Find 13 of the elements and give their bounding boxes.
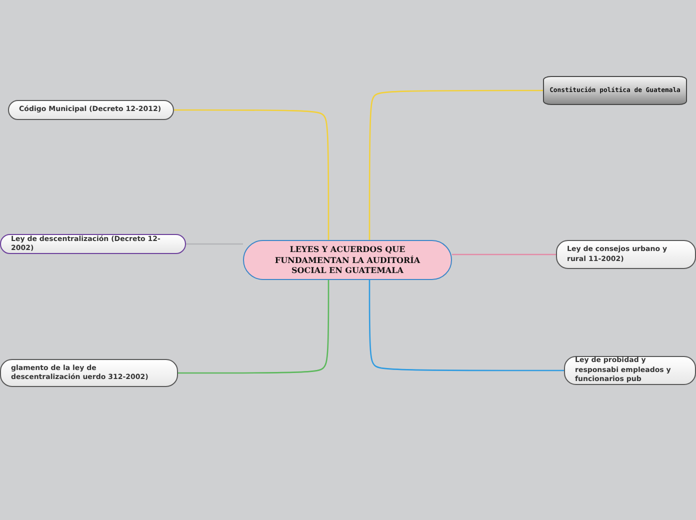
topic-text: LEYES Y ACUERDOS QUE FUNDAMENTAN LA AUDITORÍA SOCIAL EN GUATEMALA	[274, 244, 421, 276]
connector-line	[174, 109, 330, 240]
topic-banner	[543, 76, 687, 105]
topic-box	[564, 356, 696, 385]
connector-line	[368, 90, 543, 240]
connector-line	[452, 254, 556, 256]
topic-box	[0, 234, 186, 254]
topic-box	[0, 359, 178, 387]
topic-box	[8, 100, 174, 120]
central-topic-box	[243, 240, 452, 280]
connector-line	[178, 280, 330, 374]
connector-line	[368, 280, 564, 372]
topic-box	[556, 240, 696, 269]
